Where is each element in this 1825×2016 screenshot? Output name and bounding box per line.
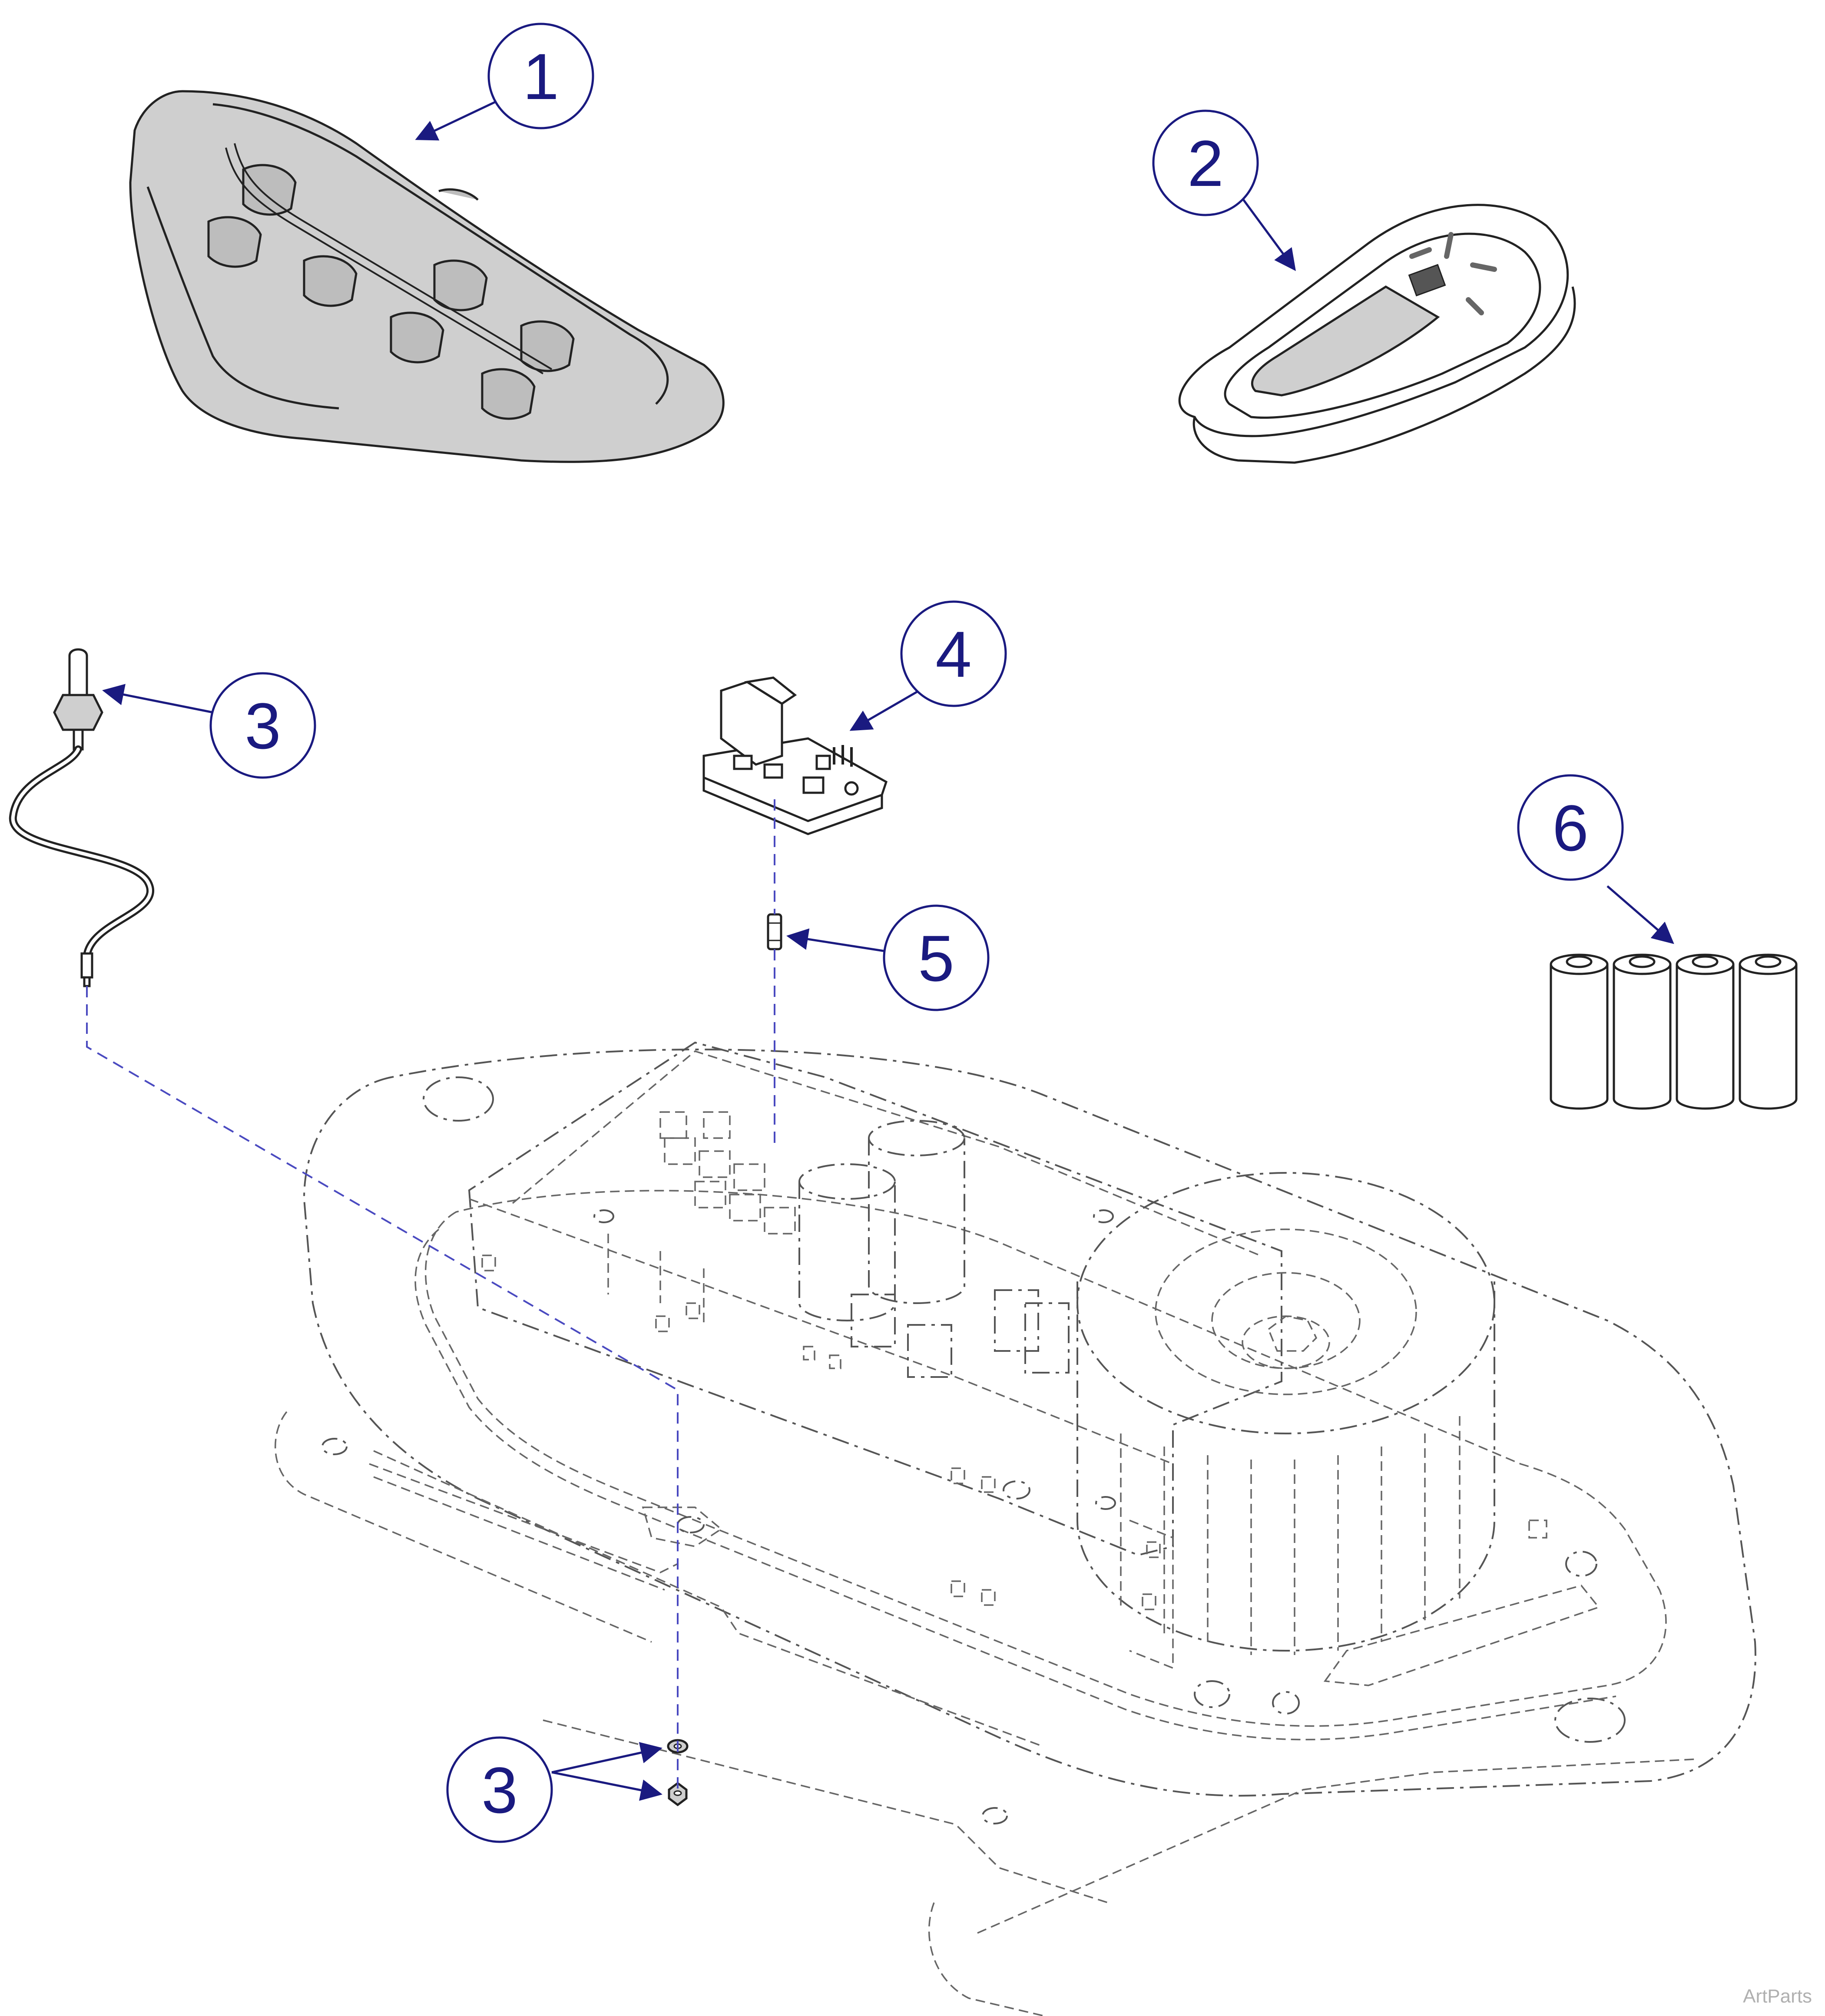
part-3-hardware [667,1739,689,1807]
part-3-antenna [9,648,154,987]
callout-3-top: 3 [209,672,316,779]
callout-6-number: 6 [1552,791,1588,864]
part-4-circuit-board [702,676,888,835]
part-5-standoff [767,913,782,950]
callout-4: 4 [900,600,1007,707]
chassis-base-ghost [275,1048,1756,2016]
callout-1: 1 [487,23,594,129]
watermark: ArtParts [1743,1986,1812,2007]
transformer-ghost [1076,1172,1600,1715]
callout-5-number: 5 [918,922,954,995]
part-2-remote [1178,204,1576,464]
callout-2-number: 2 [1187,127,1223,200]
callout-3-top-number: 3 [245,689,281,762]
callout-5: 5 [883,904,990,1011]
callout-1-number: 1 [523,40,559,113]
callout-6: 6 [1517,774,1624,881]
leader-lines [102,99,1674,1801]
part-1-keypad [129,90,725,463]
callout-4-number: 4 [935,618,971,691]
part-6-batteries [1550,953,1798,1110]
electronics-enclosure-ghost [468,1041,1282,1669]
assembly-lines [86,799,775,1790]
callout-3-bottom: 3 [446,1736,553,1843]
callout-3-bottom-number: 3 [481,1754,517,1827]
callout-2: 2 [1152,109,1259,216]
